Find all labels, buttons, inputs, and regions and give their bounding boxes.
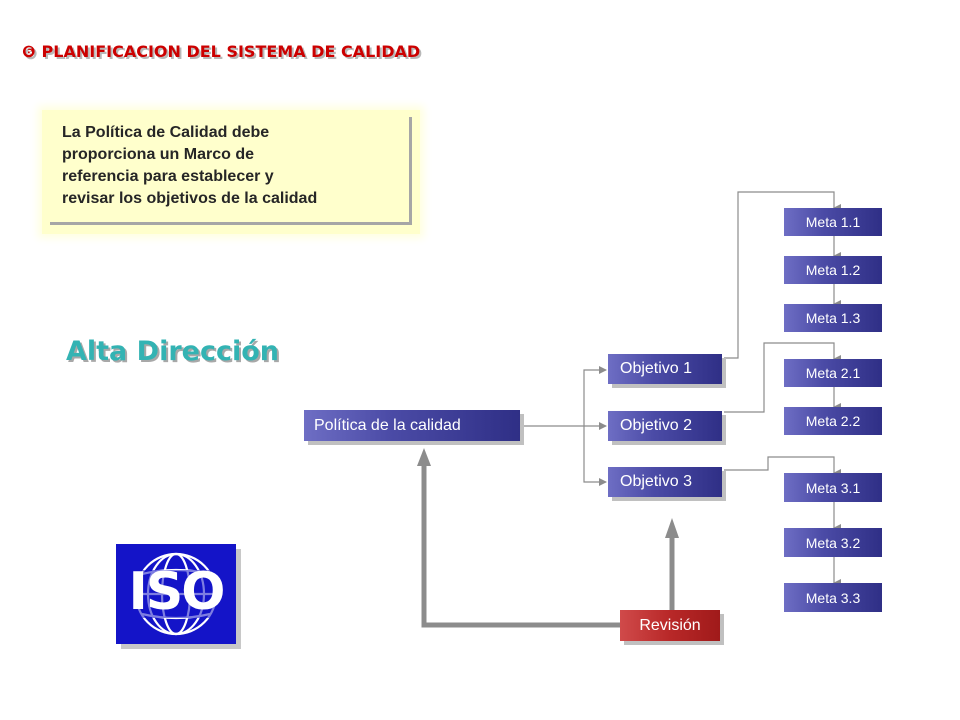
meta-3-1-box: Meta 3.1	[784, 473, 882, 502]
callout-line-2: proporciona un Marco de	[62, 146, 255, 163]
politica-calidad-box: Política de la calidad	[304, 410, 520, 441]
objetivo-2-box: Objetivo 2	[608, 411, 722, 441]
obj2-to-meta21-line	[724, 342, 841, 413]
meta-2-2-box: Meta 2.2	[784, 407, 882, 435]
policy-to-obj1-line	[583, 366, 607, 426]
meta-1-3-box: Meta 1.3	[784, 304, 882, 332]
objetivo-3-box: Objetivo 3	[608, 467, 722, 497]
obj1-to-meta11-line	[724, 191, 841, 359]
review-to-policy-arrowhead	[417, 448, 431, 466]
iso-logo-text: ISO	[128, 562, 225, 622]
meta-2-1-box: Meta 2.1	[784, 359, 882, 387]
review-to-policy-arrow	[421, 464, 620, 628]
policy-callout: La Política de Calidad debe proporciona …	[42, 110, 420, 234]
bullet-six-icon: ❻	[22, 42, 36, 61]
objetivo-1-box: Objetivo 1	[608, 354, 722, 384]
callout-line-1: La Política de Calidad debe	[62, 124, 270, 141]
meta-1-2-box: Meta 1.2	[784, 256, 882, 284]
review-to-objectives-arrowhead	[665, 518, 679, 538]
meta-3-2-box: Meta 3.2	[784, 528, 882, 557]
policy-to-obj3-line	[583, 426, 607, 486]
page-title: ❻ PLANIFICACION DEL SISTEMA DE CALIDAD	[22, 42, 420, 66]
alta-direccion-heading: Alta Dirección	[66, 336, 280, 367]
callout-line-4: revisar los objetivos de la calidad	[62, 190, 318, 207]
globe-icon	[130, 552, 222, 636]
callout-frame	[50, 117, 412, 225]
callout-text: La Política de Calidad debe proporciona …	[62, 122, 412, 210]
obj3-to-meta31-line	[724, 456, 841, 477]
page-title-text: PLANIFICACION DEL SISTEMA DE CALIDAD	[41, 42, 421, 61]
meta-1-1-box: Meta 1.1	[784, 208, 882, 236]
iso-logo: ISO	[116, 544, 236, 644]
revision-box: Revisión	[620, 610, 720, 641]
meta-3-3-box: Meta 3.3	[784, 583, 882, 612]
callout-line-3: referencia para establecer y	[62, 168, 274, 185]
